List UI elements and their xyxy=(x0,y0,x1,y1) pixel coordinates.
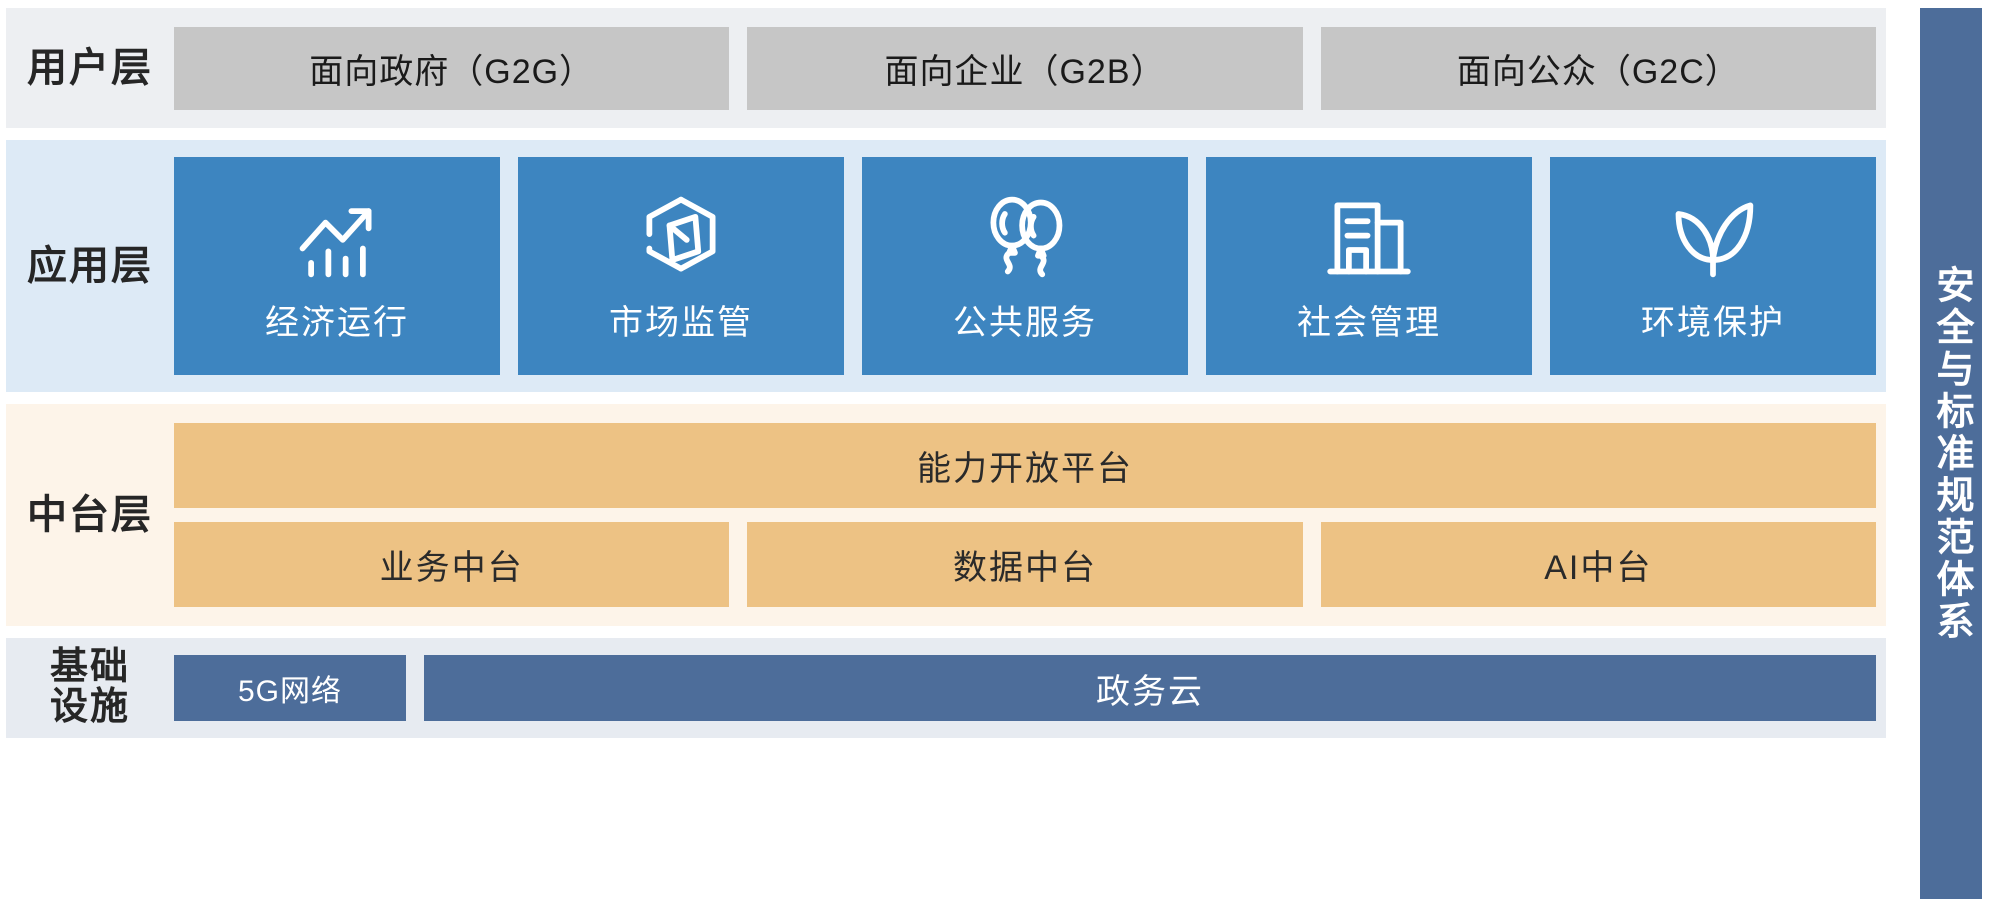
app-card-environment-label: 环境保护 xyxy=(1641,303,1785,342)
user-card-g2c[interactable]: 面向公众（G2C） xyxy=(1320,26,1876,110)
layer-user: 用户层 面向政府（G2G） 面向企业（G2B） 面向公众（G2C） xyxy=(6,8,1886,128)
middle-card-data[interactable]: 数据中台 xyxy=(747,522,1303,607)
infra-card-5g-network[interactable]: 5G网络 xyxy=(174,655,406,721)
building-icon xyxy=(1321,189,1417,285)
layer-user-label: 用户层 xyxy=(27,46,153,90)
layer-middle-platform: 中台层 能力开放平台 业务中台 数据中台 AI中台 xyxy=(6,404,1886,626)
trending-up-chart-icon xyxy=(289,189,385,285)
app-card-social-management[interactable]: 社会管理 xyxy=(1206,157,1532,375)
app-card-public-service-label: 公共服务 xyxy=(953,303,1097,342)
infra-card-government-cloud[interactable]: 政务云 xyxy=(424,655,1876,721)
app-card-market-supervision-label: 市场监管 xyxy=(609,303,753,342)
layer-infrastructure: 基础 设施 5G网络 政务云 xyxy=(6,638,1886,738)
security-standards-bar[interactable]: 安全与标准规范体系 xyxy=(1920,8,1982,899)
layer-middle-platform-label: 中台层 xyxy=(27,493,153,537)
layer-middle-platform-body: 能力开放平台 业务中台 数据中台 AI中台 xyxy=(174,423,1886,607)
user-card-g2b[interactable]: 面向企业（G2B） xyxy=(747,26,1303,110)
layer-application-body: 经济运行 市场监管 xyxy=(174,157,1886,375)
capability-open-platform-card[interactable]: 能力开放平台 xyxy=(174,423,1876,508)
app-card-environment[interactable]: 环境保护 xyxy=(1550,157,1876,375)
hexagon-cube-icon xyxy=(633,189,729,285)
leaf-icon xyxy=(1665,189,1761,285)
app-card-public-service[interactable]: 公共服务 xyxy=(862,157,1188,375)
balloons-icon xyxy=(977,189,1073,285)
middle-card-business[interactable]: 业务中台 xyxy=(174,522,730,607)
app-card-economy-label: 经济运行 xyxy=(265,303,409,342)
app-card-economy[interactable]: 经济运行 xyxy=(174,157,500,375)
layer-infrastructure-body: 5G网络 政务云 xyxy=(174,655,1886,721)
app-card-social-management-label: 社会管理 xyxy=(1297,303,1441,342)
layer-application: 应用层 经济运行 xyxy=(6,140,1886,392)
user-card-g2g[interactable]: 面向政府（G2G） xyxy=(174,26,730,110)
middle-card-ai[interactable]: AI中台 xyxy=(1320,522,1876,607)
layer-infrastructure-label: 基础 设施 xyxy=(49,646,130,728)
layer-user-body: 面向政府（G2G） 面向企业（G2B） 面向公众（G2C） xyxy=(174,26,1886,110)
middle-platform-card-row: 业务中台 数据中台 AI中台 xyxy=(174,522,1876,607)
layer-application-label: 应用层 xyxy=(27,244,153,288)
app-card-market-supervision[interactable]: 市场监管 xyxy=(518,157,844,375)
security-standards-bar-label: 安全与标准规范体系 xyxy=(1930,264,1972,643)
layer-stack: 用户层 面向政府（G2G） 面向企业（G2B） 面向公众（G2C） 应用层 xyxy=(6,8,1886,738)
